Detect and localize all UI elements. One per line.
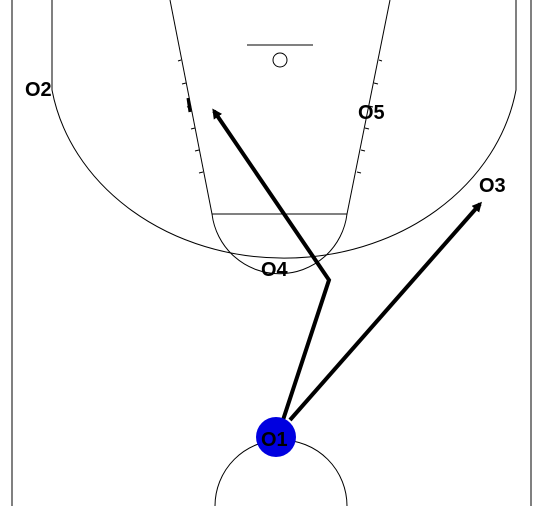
- ball-handler-marker: [256, 417, 296, 457]
- player-o1-label: O1: [261, 429, 288, 451]
- three-point-line: [51, 0, 517, 259]
- movement-arrows: [212, 108, 482, 422]
- player-o5-label: O5: [358, 102, 385, 124]
- o1-cut-arrow: [212, 108, 332, 421]
- rim: [272, 52, 288, 68]
- player-o2-label: O2: [25, 79, 52, 101]
- lane-block-mark: [186, 97, 192, 113]
- lane-left-line: [169, 0, 213, 215]
- lane-hash-marks: [177, 59, 383, 174]
- player-o4-label: O4: [261, 259, 289, 281]
- free-throw-circle: [211, 213, 348, 275]
- o1-pass-arrow: [288, 201, 482, 422]
- player-o3-label: O3: [479, 175, 506, 197]
- lane-right-line: [346, 0, 391, 215]
